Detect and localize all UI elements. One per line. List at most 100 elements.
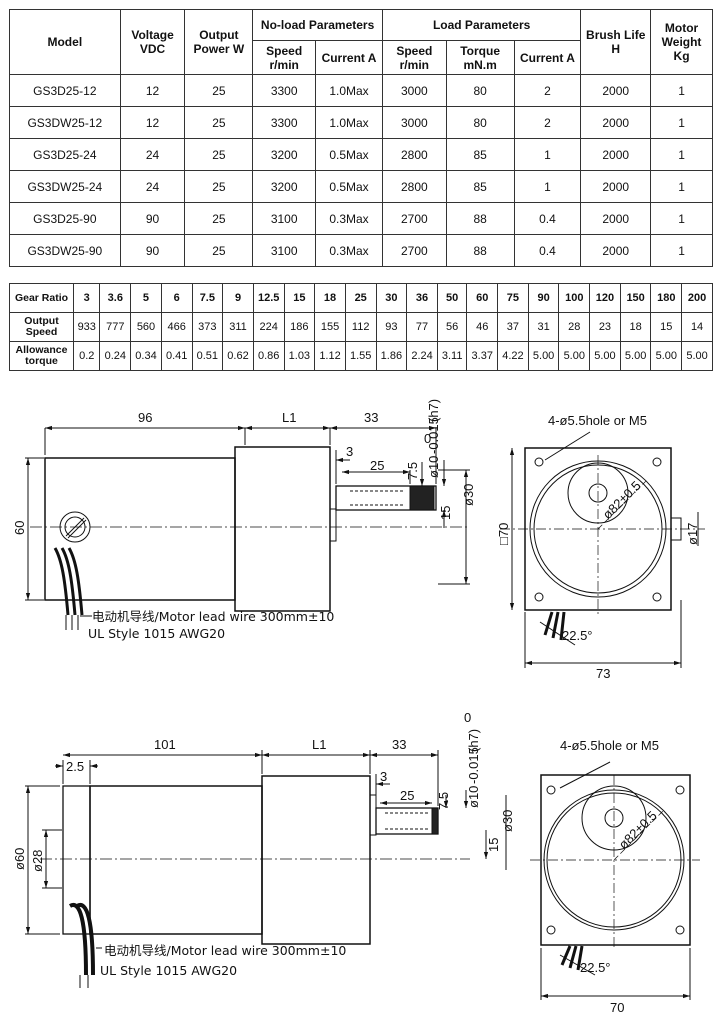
allowance-torque-cell: 1.03 xyxy=(283,341,316,371)
svg-text:0: 0 xyxy=(464,710,471,725)
svg-text:2.5: 2.5 xyxy=(66,759,84,774)
allowance-torque-cell: 0.86 xyxy=(252,341,285,371)
svg-text:ø30: ø30 xyxy=(500,810,515,832)
svg-text:ø28: ø28 xyxy=(30,850,45,872)
svg-text:25: 25 xyxy=(370,458,384,473)
spec-cell: 3100 xyxy=(252,234,317,267)
gear-ratio-cell: 15 xyxy=(283,283,316,313)
spec-cell: 1 xyxy=(650,170,713,203)
spec-cell: 2700 xyxy=(381,234,447,267)
svg-text:73: 73 xyxy=(596,666,610,681)
allowance-torque-cell: 0.34 xyxy=(130,341,162,371)
gear-ratio-cell: 60 xyxy=(466,283,499,313)
spec-cell: 85 xyxy=(445,138,515,171)
drawing1-labels: 96 L1 33 3 25 7.5 ø10 -0.015 (h7) 0 15 ø… xyxy=(12,399,700,681)
svg-text:33: 33 xyxy=(392,737,406,752)
gear-ratio-cell: 30 xyxy=(375,283,408,313)
allowance-torque-cell: 1.55 xyxy=(344,341,377,371)
svg-text:4-ø5.5hole or M5: 4-ø5.5hole or M5 xyxy=(560,738,659,753)
gear-ratio-cell: 120 xyxy=(589,283,621,313)
svg-text:ø82±0.5: ø82±0.5 xyxy=(600,478,644,522)
svg-text:□70: □70 xyxy=(496,523,511,545)
spec-cell: 12 xyxy=(119,106,186,139)
svg-text:ø10: ø10 xyxy=(426,456,441,478)
output-speed-cell: 373 xyxy=(191,312,224,342)
header-l-current: Current A xyxy=(513,40,582,75)
model-cell: GS3DW25-90 xyxy=(9,234,121,267)
drawing2-labels: 2.5 101 L1 33 3 25 7.5 ø10 -0.015 (h7) 0… xyxy=(12,710,660,1015)
spec-cell: 90 xyxy=(119,202,186,235)
allowance-torque-cell: 0.51 xyxy=(191,341,224,371)
spec-cell: 24 xyxy=(119,170,186,203)
spec-cell: 2000 xyxy=(580,106,652,139)
output-speed-cell: 56 xyxy=(436,312,468,342)
allowance-torque-cell: 3.37 xyxy=(466,341,499,371)
output-speed-cell: 37 xyxy=(497,312,529,342)
gear-ratio-cell: 90 xyxy=(527,283,560,313)
model-cell: GS3D25-90 xyxy=(9,202,121,235)
allowance-torque-cell: 5.00 xyxy=(527,341,560,371)
svg-text:96: 96 xyxy=(138,410,152,425)
spec-cell: 3200 xyxy=(252,138,317,171)
gear-ratio-cell: 3.6 xyxy=(99,283,132,313)
spec-cell: 25 xyxy=(184,234,254,267)
gear-ratio-cell: 3 xyxy=(72,283,101,313)
allowance-torque-cell: 5.00 xyxy=(589,341,621,371)
svg-text:-0.015: -0.015 xyxy=(426,417,441,454)
spec-cell: 2800 xyxy=(381,138,447,171)
svg-text:(h7): (h7) xyxy=(466,729,481,752)
spec-cell: 3300 xyxy=(252,106,317,139)
output-speed-cell: 14 xyxy=(681,312,713,342)
svg-text:ø30: ø30 xyxy=(461,484,476,506)
allowance-torque-cell: 4.22 xyxy=(497,341,529,371)
spec-cell: 80 xyxy=(445,74,515,107)
svg-text:UL Style 1015 AWG20: UL Style 1015 AWG20 xyxy=(100,963,237,978)
gear-ratio-cell: 180 xyxy=(650,283,683,313)
drawing1-side-view xyxy=(25,425,470,630)
svg-text:7.5: 7.5 xyxy=(405,462,420,480)
svg-text:UL Style 1015 AWG20: UL Style 1015 AWG20 xyxy=(88,626,225,641)
svg-text:ø17: ø17 xyxy=(685,523,700,545)
spec-cell: 1 xyxy=(650,106,713,139)
gear-ratio-cell: 12.5 xyxy=(252,283,285,313)
spec-cell: 1 xyxy=(650,202,713,235)
gear-ratio-cell: 100 xyxy=(558,283,591,313)
output-speed-cell: 155 xyxy=(314,312,346,342)
spec-cell: 1 xyxy=(513,170,582,203)
output-speed-cell: 186 xyxy=(283,312,316,342)
spec-cell: 1.0Max xyxy=(315,106,383,139)
gear-ratio-cell: 18 xyxy=(314,283,346,313)
output-speed-cell: 93 xyxy=(375,312,408,342)
spec-cell: 2000 xyxy=(580,202,652,235)
svg-text:33: 33 xyxy=(364,410,378,425)
svg-text:电动机导线/Motor lead wire 300mm±10: 电动机导线/Motor lead wire 300mm±10 xyxy=(104,943,346,958)
spec-cell: 0.3Max xyxy=(315,234,383,267)
allowance-torque-cell: 5.00 xyxy=(619,341,652,371)
svg-text:7.5: 7.5 xyxy=(436,792,451,810)
gear-ratio-cell: 200 xyxy=(681,283,713,313)
svg-text:(h7): (h7) xyxy=(426,399,441,422)
allowance-torque-cell: 5.00 xyxy=(558,341,591,371)
output-speed-cell: 77 xyxy=(406,312,438,342)
spec-cell: 1 xyxy=(513,138,582,171)
svg-text:4-ø5.5hole or M5: 4-ø5.5hole or M5 xyxy=(548,413,647,428)
svg-text:L1: L1 xyxy=(282,410,296,425)
spec-cell: 88 xyxy=(445,234,515,267)
spec-cell: 1 xyxy=(650,234,713,267)
drawing1-front-view xyxy=(500,431,705,668)
header-load: Load Parameters xyxy=(381,9,582,41)
